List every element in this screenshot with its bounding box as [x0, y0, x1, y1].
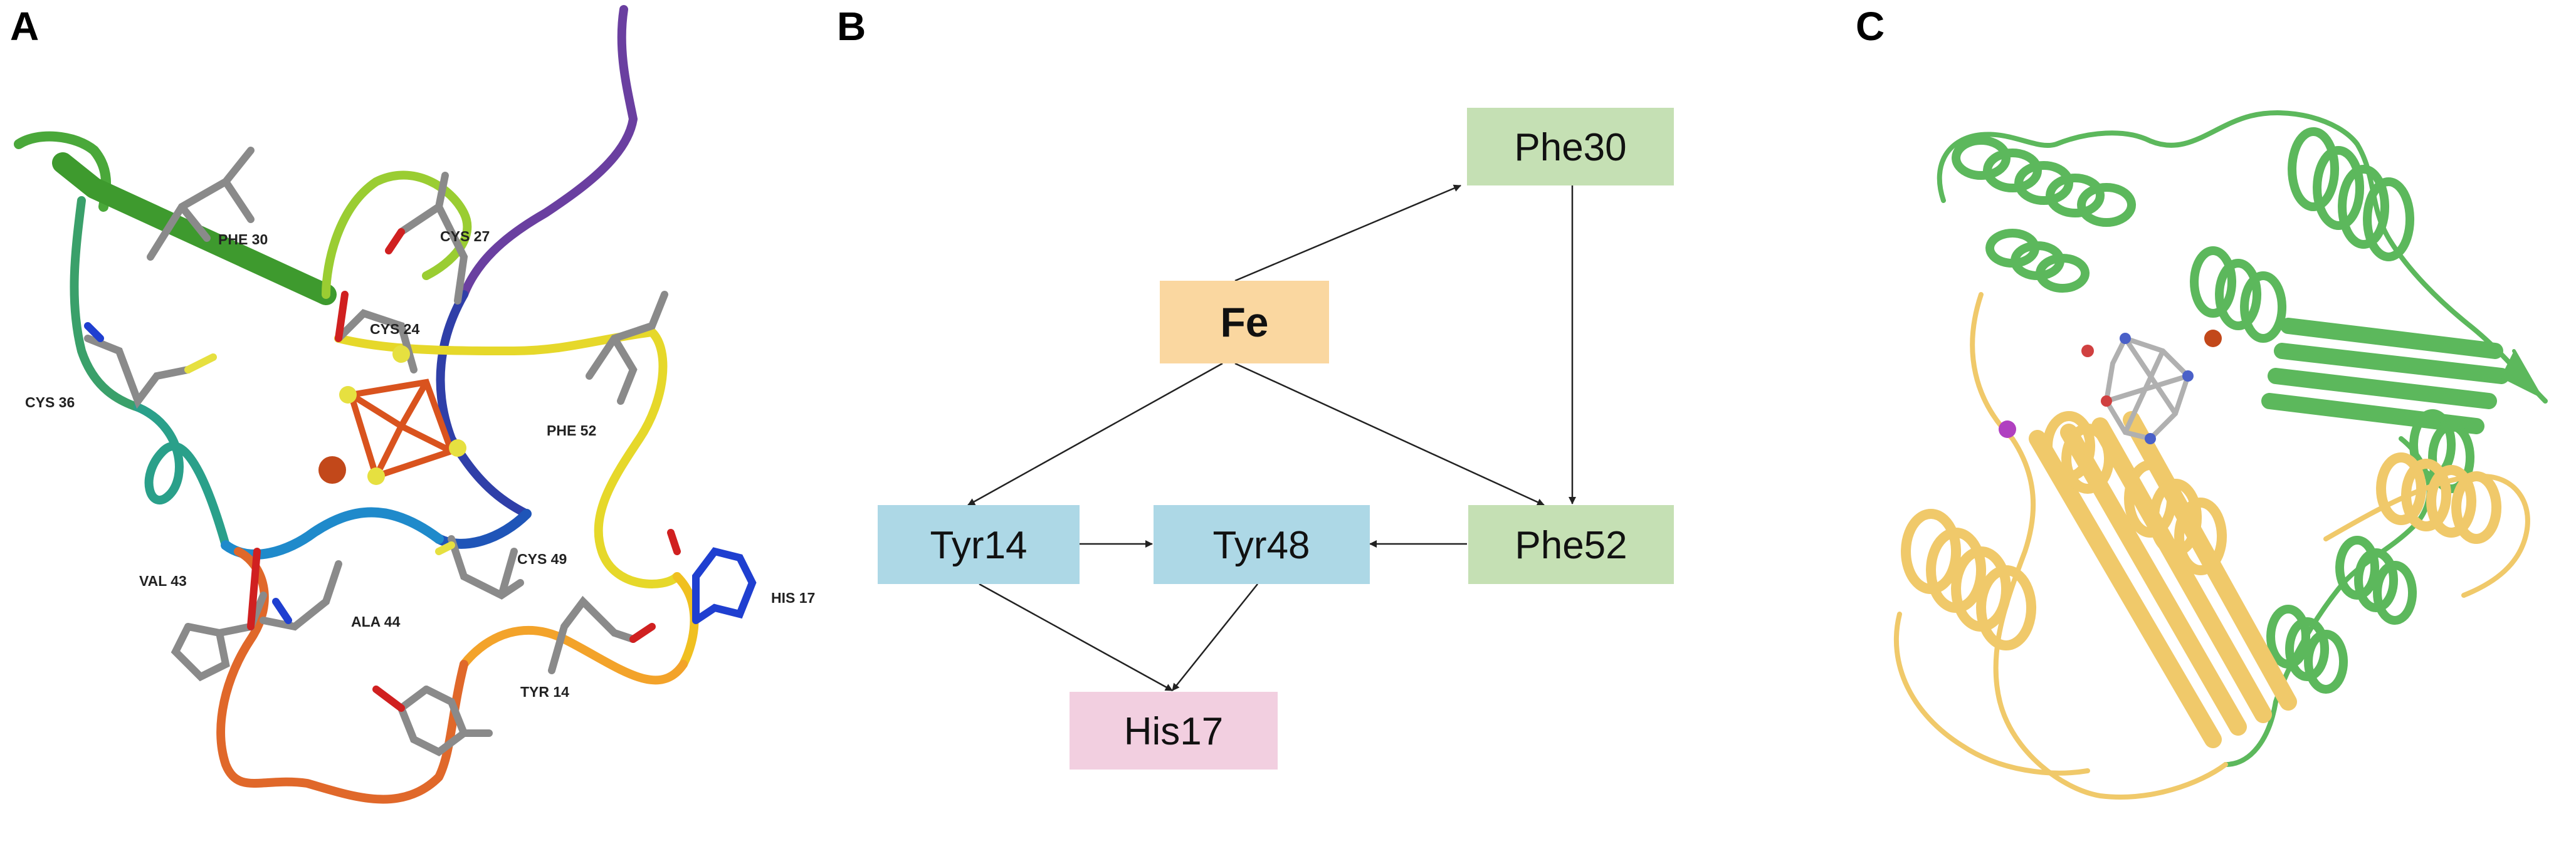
node-tyr14: Tyr14 [878, 505, 1080, 584]
panel-c-protein-cartoon [1893, 110, 2548, 800]
side-chain-sticks [84, 147, 757, 757]
node-tyr48: Tyr48 [1154, 505, 1370, 584]
iron-sulfur-cluster [318, 345, 466, 485]
node-phe30: Phe30 [1467, 108, 1674, 185]
node-his17: His17 [1070, 692, 1278, 770]
edge-fe-phe30 [1234, 184, 1461, 282]
label-cys27: CYS 27 [440, 228, 490, 244]
label-cys49: CYS 49 [517, 551, 567, 567]
edge-tyr14-his17 [979, 583, 1173, 692]
node-fe: Fe [1160, 281, 1329, 363]
panel-letter-c: C [1856, 4, 1885, 49]
yellow-domain [1893, 292, 2530, 800]
node-tyr48-label: Tyr48 [1212, 524, 1310, 567]
label-ala44: ALA 44 [351, 613, 401, 630]
panel-letter-a: A [10, 4, 39, 49]
edge-tyr48-his17 [1172, 583, 1258, 691]
label-cys36: CYS 36 [25, 394, 75, 410]
node-phe52: Phe52 [1468, 505, 1674, 584]
node-tyr14-label: Tyr14 [930, 524, 1027, 567]
label-cys24: CYS 24 [370, 321, 419, 337]
network-edges [967, 184, 1576, 692]
panel-a-structure: PHE 30 CYS 27 CYS 24 CYS 36 PHE 52 CYS 4… [14, 5, 815, 804]
node-fe-label: Fe [1220, 299, 1268, 345]
label-tyr14: TYR 14 [520, 684, 569, 700]
protein-backbone-ribbon [14, 5, 699, 804]
panel-letter-b: B [837, 4, 866, 49]
panel-b-network: Phe30 Fe Tyr14 Tyr48 Phe52 His17 [878, 108, 1674, 770]
edge-fe-phe52 [1234, 362, 1545, 506]
heme-ligand-site [1999, 330, 2222, 444]
node-phe30-label: Phe30 [1514, 126, 1626, 169]
label-phe52: PHE 52 [547, 422, 596, 439]
label-phe30: PHE 30 [218, 231, 268, 248]
edge-fe-tyr14 [967, 362, 1223, 506]
node-phe52-label: Phe52 [1515, 524, 1627, 567]
label-val43: VAL 43 [139, 573, 187, 589]
label-his17: HIS 17 [771, 590, 815, 606]
node-his17-label: His17 [1124, 710, 1224, 753]
